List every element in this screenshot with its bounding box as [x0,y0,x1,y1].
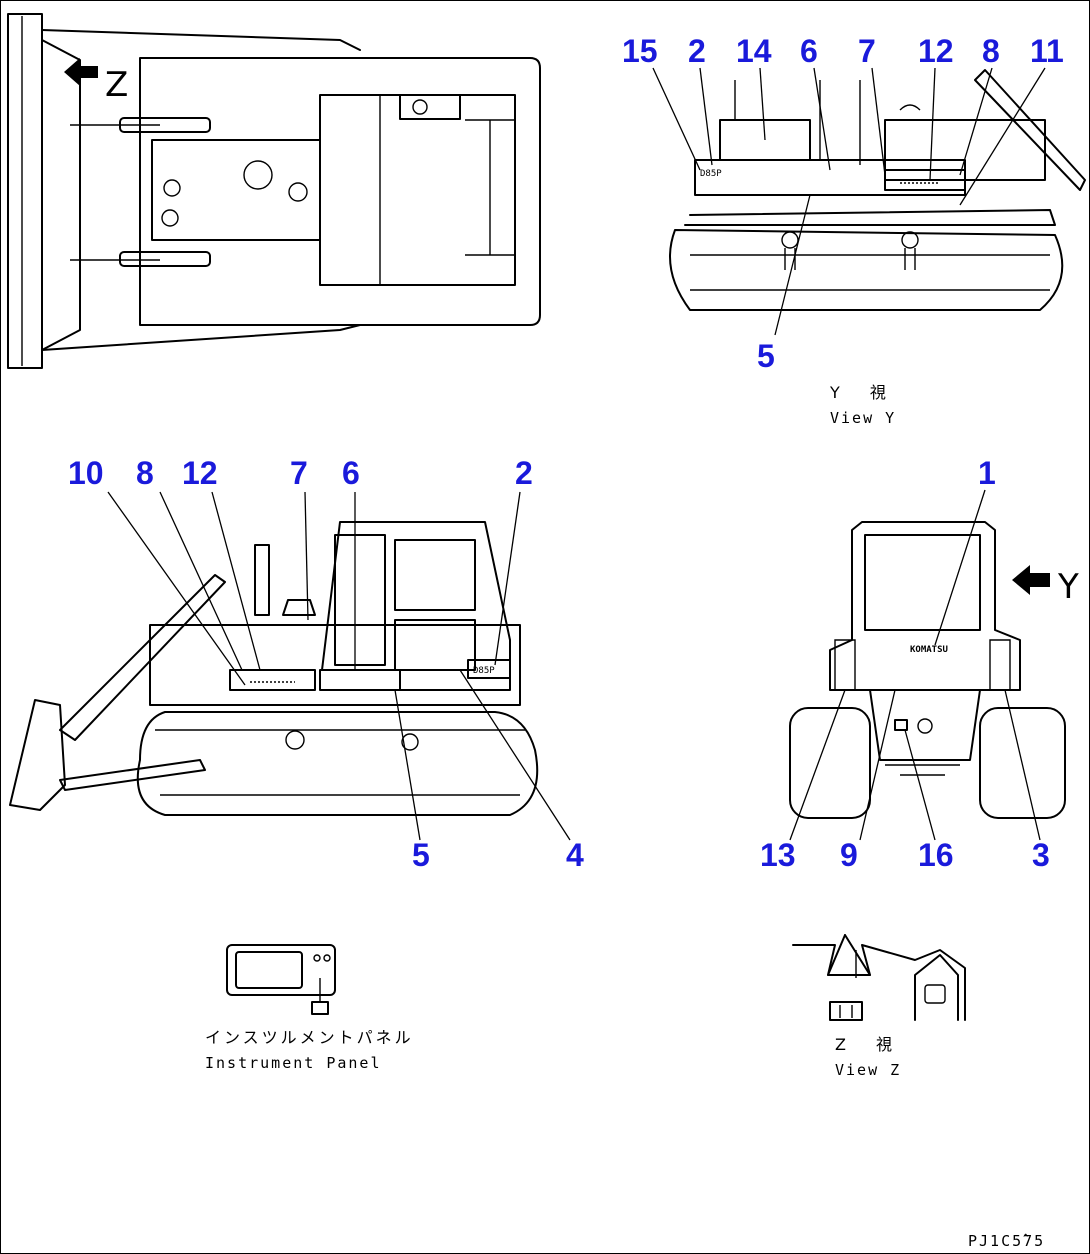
callout-y-6: 6 [800,33,818,69]
decal-brand: KOMATSU [910,645,948,655]
decal-model-side: D85P [473,666,495,676]
callout-y-5: 5 [757,338,775,374]
callout-rear-13: 13 [760,837,796,873]
callout-side-8: 8 [136,455,154,491]
callout-rear-9: 9 [840,837,858,873]
callout-side-12: 12 [182,455,218,491]
instrument-panel-drawing [226,944,336,1015]
callout-side-2: 2 [515,455,533,491]
instrument-panel-caption-en: Instrument Panel [205,1054,382,1072]
view-z-drawing [792,934,966,1021]
arrow-z-label: Z [105,65,128,105]
view-y-arrow: Y [1012,565,1079,607]
instrument-panel-caption-jp: インスツルメントパネル [205,1028,414,1047]
callout-rear-1: 1 [978,455,996,491]
callout-side-7: 7 [290,455,308,491]
callout-side-6: 6 [342,455,360,491]
callout-side-4: 4 [566,837,584,873]
callout-y-15: 15 [622,33,658,69]
view-y-leaders [652,67,1046,336]
callout-y-2: 2 [688,33,706,69]
callout-rear-3: 3 [1032,837,1050,873]
view-z-caption-en: View Z [835,1061,901,1079]
view-z-arrow: Z [64,58,128,105]
arrow-y-label: Y [1057,567,1079,607]
rear-view-drawing: KOMATSU [789,521,1066,819]
callout-y-8: 8 [982,33,1000,69]
view-y-drawing: D85P [669,69,1086,311]
callout-side-10: 10 [68,455,104,491]
view-y-caption-jp: Y 視 [829,383,889,402]
view-z-caption-jp: Z 視 [835,1035,895,1054]
side-view-leaders [107,491,571,841]
callout-y-11: 11 [1030,33,1064,69]
callout-side-5: 5 [412,837,430,873]
callout-y-14: 14 [736,33,772,69]
side-view-drawing: D85P [9,521,539,816]
top-view [7,13,541,369]
decal-model-y: D85P [700,169,722,179]
callout-rear-16: 16 [918,837,954,873]
callout-y-7: 7 [858,33,876,69]
view-y-caption-en: View Y [830,409,896,427]
callout-y-12: 12 [918,33,954,69]
drawing-code: PJ1C5̂75 [968,1232,1045,1250]
rear-view-leaders [789,489,1041,841]
